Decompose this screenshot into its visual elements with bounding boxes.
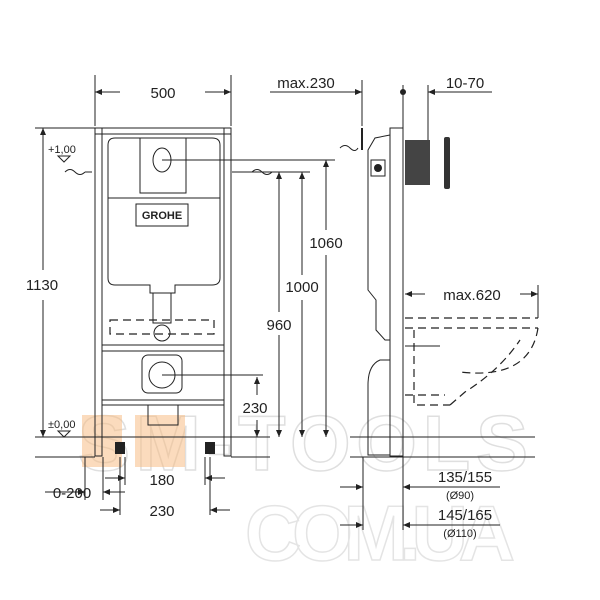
- water-inlet-left: [64, 169, 92, 175]
- dim-180: 180: [149, 472, 174, 489]
- dim-1060: 1060: [309, 235, 342, 252]
- watermark-orange-m: [135, 415, 185, 467]
- dia-110: (Ø110): [443, 528, 476, 540]
- watermark: SM-TOOLS COM.UA: [77, 398, 529, 578]
- level-top: +1,00: [48, 144, 76, 156]
- level-zero: ±0,00: [48, 419, 75, 431]
- cistern: [107, 137, 221, 294]
- side-view: max.230 10-70 max.620 135/155 (Ø90) 145/…: [270, 75, 539, 540]
- bowl-outline-dashed: [109, 319, 215, 335]
- front-view: GROHE 500 1130 +1,00 ±0,00 1060: [26, 75, 343, 520]
- dim-960: 960: [266, 317, 291, 334]
- dim-width-500: 500: [150, 85, 175, 102]
- watermark-line2: COM.UA: [245, 489, 515, 577]
- left-rail: [94, 127, 103, 457]
- side-frame: [389, 127, 404, 457]
- flush-plate-side: [444, 137, 450, 189]
- side-drain: [367, 359, 390, 456]
- dim-230-feet: 230: [149, 503, 174, 520]
- dim-10-70: 10-70: [446, 75, 484, 92]
- dim-height-1130: 1130: [26, 277, 58, 294]
- dim-max-620: max.620: [443, 287, 501, 304]
- dim-145-165: 145/165: [438, 507, 492, 524]
- dim-1000: 1000: [285, 279, 318, 296]
- dim-0-200: 0-200: [53, 485, 91, 502]
- grohe-logo: [135, 203, 189, 227]
- dim-230-drain: 230: [242, 400, 267, 417]
- side-cistern: [367, 134, 391, 341]
- flush-plate-opening: [139, 137, 187, 194]
- watermark-line1: SM-TOOLS: [78, 399, 528, 487]
- dim-max-230: max.230: [277, 75, 335, 92]
- drain-connector: [141, 354, 183, 394]
- dia-90: (Ø90): [446, 490, 474, 502]
- dim-135-155: 135/155: [438, 469, 492, 486]
- flush-button-side: [405, 140, 430, 185]
- grohe-logo-text: GROHE: [142, 210, 182, 222]
- right-rail: [223, 127, 232, 457]
- reference-point-icon: [400, 89, 406, 95]
